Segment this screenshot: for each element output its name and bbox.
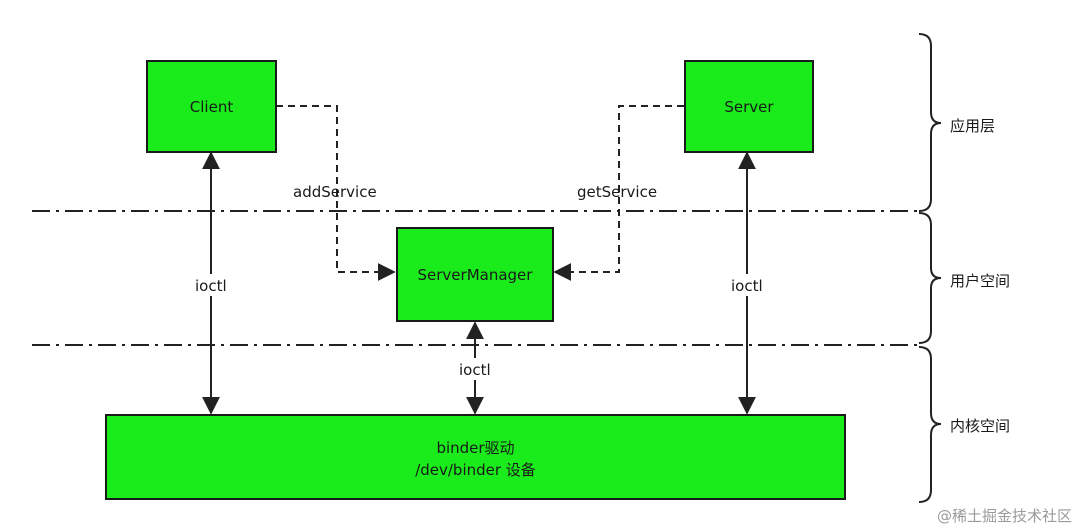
get-service-label: getService [577, 183, 657, 201]
get-service-edge [553, 105, 684, 281]
server-manager-node: ServerManager [396, 227, 554, 322]
brace-kernel-space [918, 346, 942, 503]
ioctl-manager-label-bg [456, 358, 496, 380]
ioctl-server-label-bg [728, 274, 768, 296]
ioctl-client-label: ioctl [195, 277, 227, 295]
add-service-label: addService [293, 183, 377, 201]
binder-device-label: /dev/binder 设备 [415, 461, 536, 479]
ioctl-client-label-bg [192, 274, 232, 296]
brace-user-space [918, 212, 942, 344]
watermark: @稀土掘金技术社区 [937, 507, 1072, 525]
binder-driver-node: binder驱动 /dev/binder 设备 [105, 414, 846, 500]
brace-application [918, 33, 942, 212]
client-node: Client [146, 60, 277, 153]
layer-label-user-space: 用户空间 [950, 272, 1010, 290]
layer-label-application: 应用层 [950, 117, 995, 135]
add-service-edge [276, 105, 396, 281]
server-manager-label: ServerManager [418, 266, 534, 284]
binder-driver-label: binder驱动 [436, 439, 514, 457]
server-label: Server [724, 98, 774, 116]
ioctl-server-label: ioctl [731, 277, 763, 295]
layer-label-kernel-space: 内核空间 [950, 417, 1010, 435]
client-label: Client [190, 98, 234, 116]
ioctl-manager-label: ioctl [459, 361, 491, 379]
server-node: Server [684, 60, 814, 153]
